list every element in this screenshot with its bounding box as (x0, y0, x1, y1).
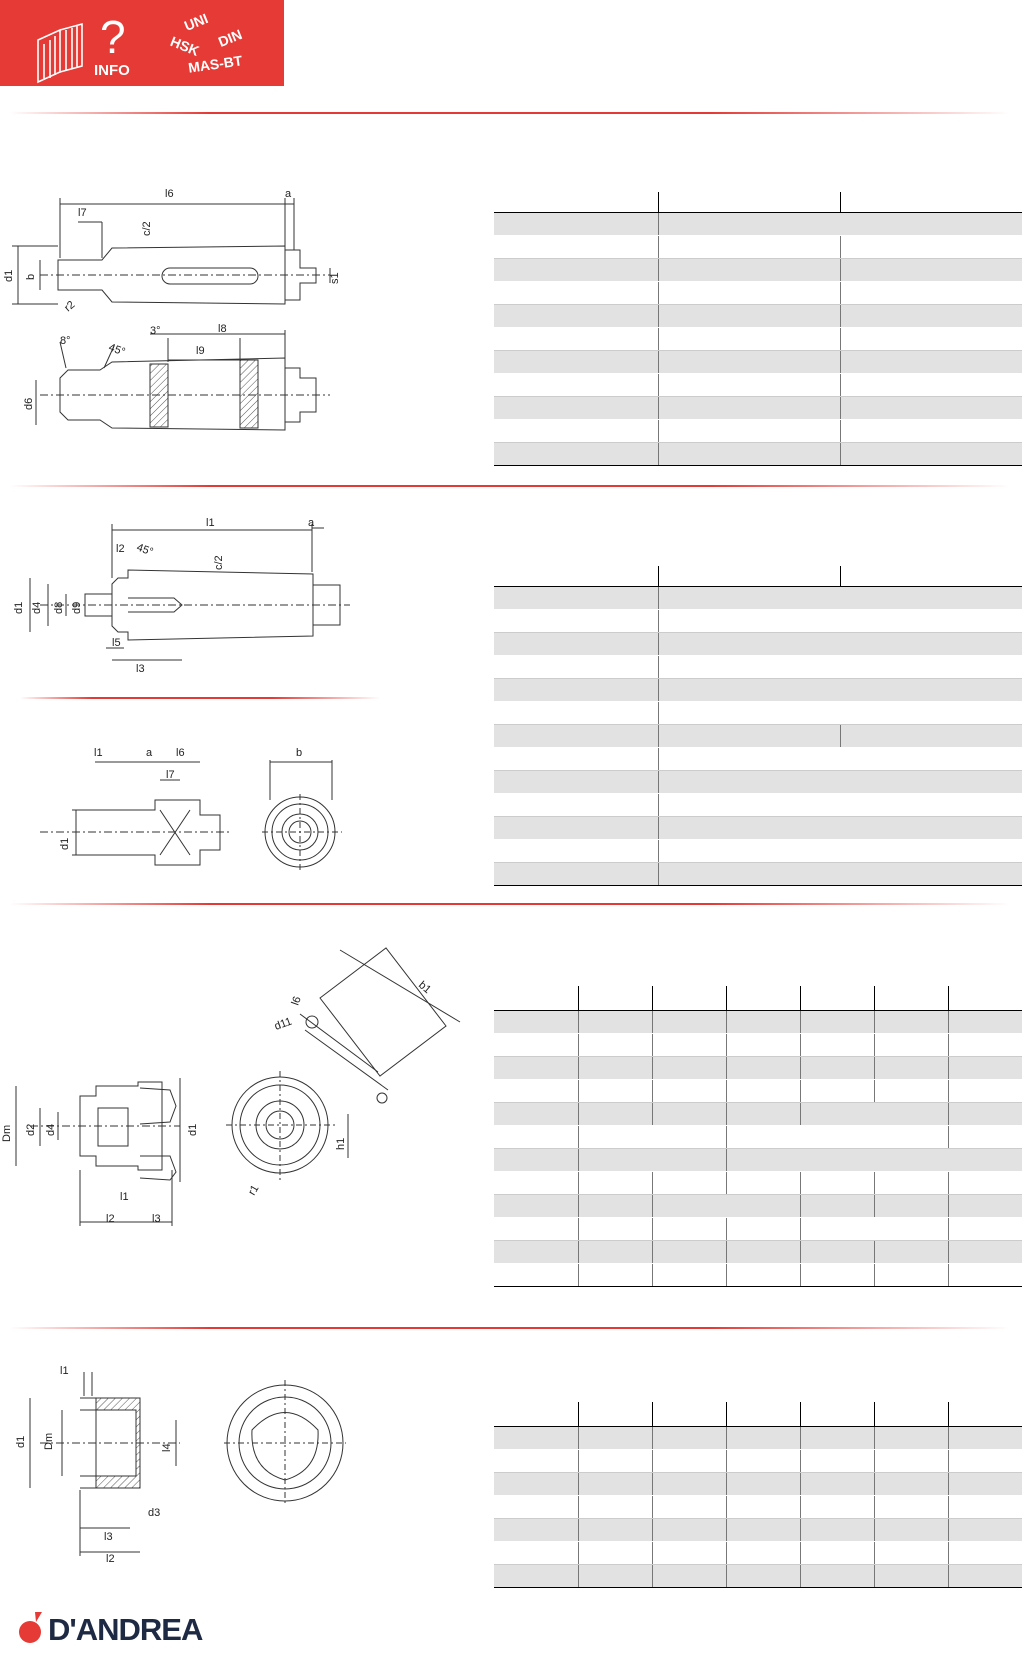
bushing-drawing (29, 1372, 346, 1556)
dim-l9: l9 (196, 345, 205, 357)
dim-b: b (25, 274, 37, 280)
dim-d1: d1 (3, 270, 15, 282)
dim-d2: d2 (25, 1124, 37, 1136)
brand-logo: D'ANDREA (18, 1608, 218, 1650)
tang-shank-drawing (29, 524, 350, 661)
drawing-labels: l6 a l7 c/2 d1 b s1 r2 8° 45° 3° l8 l9 d… (1, 188, 433, 1565)
dim-d4: d4 (31, 602, 43, 614)
dim-45deg: 45° (135, 542, 155, 559)
dim-d11: d11 (273, 1016, 294, 1033)
info-badge[interactable]: ? INFO UNI HSK DIN MAS-BT (0, 0, 284, 86)
dim-d6: d6 (23, 398, 35, 410)
dim-l1: l1 (94, 747, 103, 759)
dim-l5: l5 (112, 637, 121, 649)
dim-r2: r2 (62, 299, 77, 314)
dim-a: a (146, 747, 153, 759)
dim-l1: l1 (120, 1191, 129, 1203)
section-divider (10, 1327, 1010, 1329)
subsection-divider (20, 697, 380, 699)
taper-shank-drawing (12, 198, 331, 305)
collet-drawing (40, 760, 342, 872)
section-divider (10, 112, 1010, 114)
dim-d3: d3 (148, 1507, 160, 1519)
info-label: INFO (94, 62, 130, 79)
section-divider (10, 903, 1010, 905)
dim-d8: d8 (53, 602, 65, 614)
dim-d1: d1 (13, 602, 25, 614)
spec-table-3 (494, 986, 1022, 1287)
dim-a: a (285, 188, 292, 200)
dim-l2: l2 (106, 1213, 115, 1225)
dim-d1: d1 (187, 1124, 199, 1136)
dim-45deg: 45° (107, 342, 127, 359)
dim-d1: d1 (59, 838, 71, 850)
dim-l2: l2 (116, 543, 125, 555)
dim-h1: h1 (335, 1138, 347, 1150)
dim-l3: l3 (152, 1213, 161, 1225)
dim-dm: Dm (1, 1125, 13, 1142)
dim-l2: l2 (106, 1553, 115, 1565)
brand-mark-icon (19, 1612, 42, 1643)
dim-l3: l3 (136, 663, 145, 675)
dim-l7: l7 (78, 207, 87, 219)
spec-table-4 (494, 1402, 1022, 1588)
dim-d9: d9 (71, 602, 83, 614)
spec-table-1 (494, 192, 1022, 466)
spec-table-2 (494, 566, 1022, 886)
dim-c2: c/2 (141, 221, 153, 236)
dim-l7: l7 (166, 769, 175, 781)
dim-l1: l1 (206, 517, 215, 529)
book-icon (37, 22, 83, 84)
dim-l6: l6 (176, 747, 185, 759)
adapter-drawing (15, 947, 461, 1226)
dim-b: b (296, 747, 302, 759)
dim-l3: l3 (104, 1531, 113, 1543)
dim-r1: r1 (246, 1183, 261, 1197)
question-icon: ? (100, 11, 126, 63)
dim-l4: l4 (161, 1443, 173, 1452)
dim-b1: b1 (416, 979, 433, 996)
dim-l1: l1 (60, 1365, 69, 1377)
dim-8deg: 8° (60, 335, 71, 347)
dim-l8: l8 (218, 323, 227, 335)
dim-dm: Dm (43, 1433, 55, 1450)
taper-bottom-drawing (35, 330, 330, 431)
dim-a: a (308, 517, 315, 529)
brand-name: D'ANDREA (48, 1612, 203, 1647)
dim-l6: l6 (290, 995, 304, 1007)
section-divider (10, 485, 1010, 487)
dim-c2: c/2 (213, 555, 225, 570)
dim-d1: d1 (15, 1436, 27, 1448)
dim-3deg: 3° (150, 325, 161, 337)
dim-d4: d4 (45, 1124, 57, 1136)
dim-l6: l6 (165, 188, 174, 200)
dim-s1: s1 (329, 272, 341, 284)
